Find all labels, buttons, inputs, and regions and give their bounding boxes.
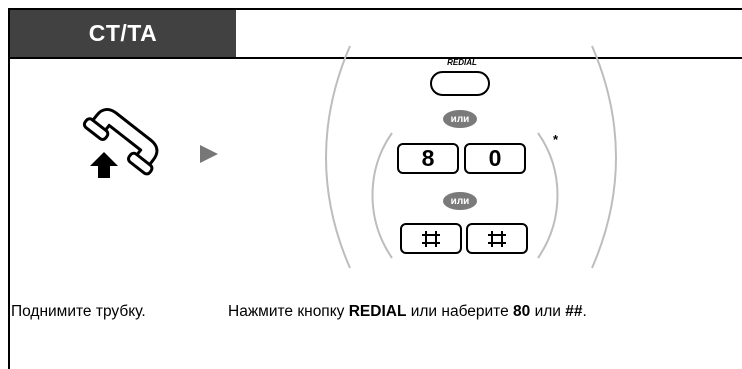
- play-arrow-icon: [200, 145, 218, 163]
- hash-key-1: [400, 223, 462, 254]
- outer-left-bracket: [325, 45, 351, 269]
- step2-prefix: Нажмите кнопку: [228, 303, 349, 320]
- hash-key-2: [466, 223, 528, 254]
- step2-code-hash: ##: [565, 303, 583, 320]
- outer-right-bracket: [591, 45, 617, 269]
- or-badge-2: или: [443, 192, 477, 210]
- step2-or: или: [530, 303, 566, 320]
- page-title: CT/TA: [10, 10, 236, 57]
- step2-end: .: [582, 303, 587, 320]
- key-8: 8: [397, 143, 459, 174]
- step2-caption: Нажмите кнопку REDIAL или наберите 80 ил…: [228, 303, 587, 321]
- hash-key-icon: [488, 230, 506, 247]
- key-0: 0: [464, 143, 526, 174]
- inner-right-bracket: [537, 132, 559, 259]
- frame-left-border: [8, 8, 10, 369]
- header-divider: [10, 57, 742, 59]
- step2-mid: или наберите: [406, 303, 514, 320]
- step1-caption: Поднимите трубку.: [11, 303, 146, 320]
- step2-redial: REDIAL: [348, 303, 407, 320]
- hash-key-icon: [422, 230, 440, 247]
- or-badge-1: или: [443, 110, 477, 128]
- inner-left-bracket: [371, 132, 393, 259]
- redial-key-label: REDIAL: [447, 58, 477, 67]
- handset-off-hook-icon: [82, 108, 159, 178]
- step2-code-80: 80: [513, 303, 531, 320]
- redial-key: [430, 71, 490, 96]
- asterisk-note: *: [553, 132, 559, 147]
- frame-top-border: [8, 8, 742, 10]
